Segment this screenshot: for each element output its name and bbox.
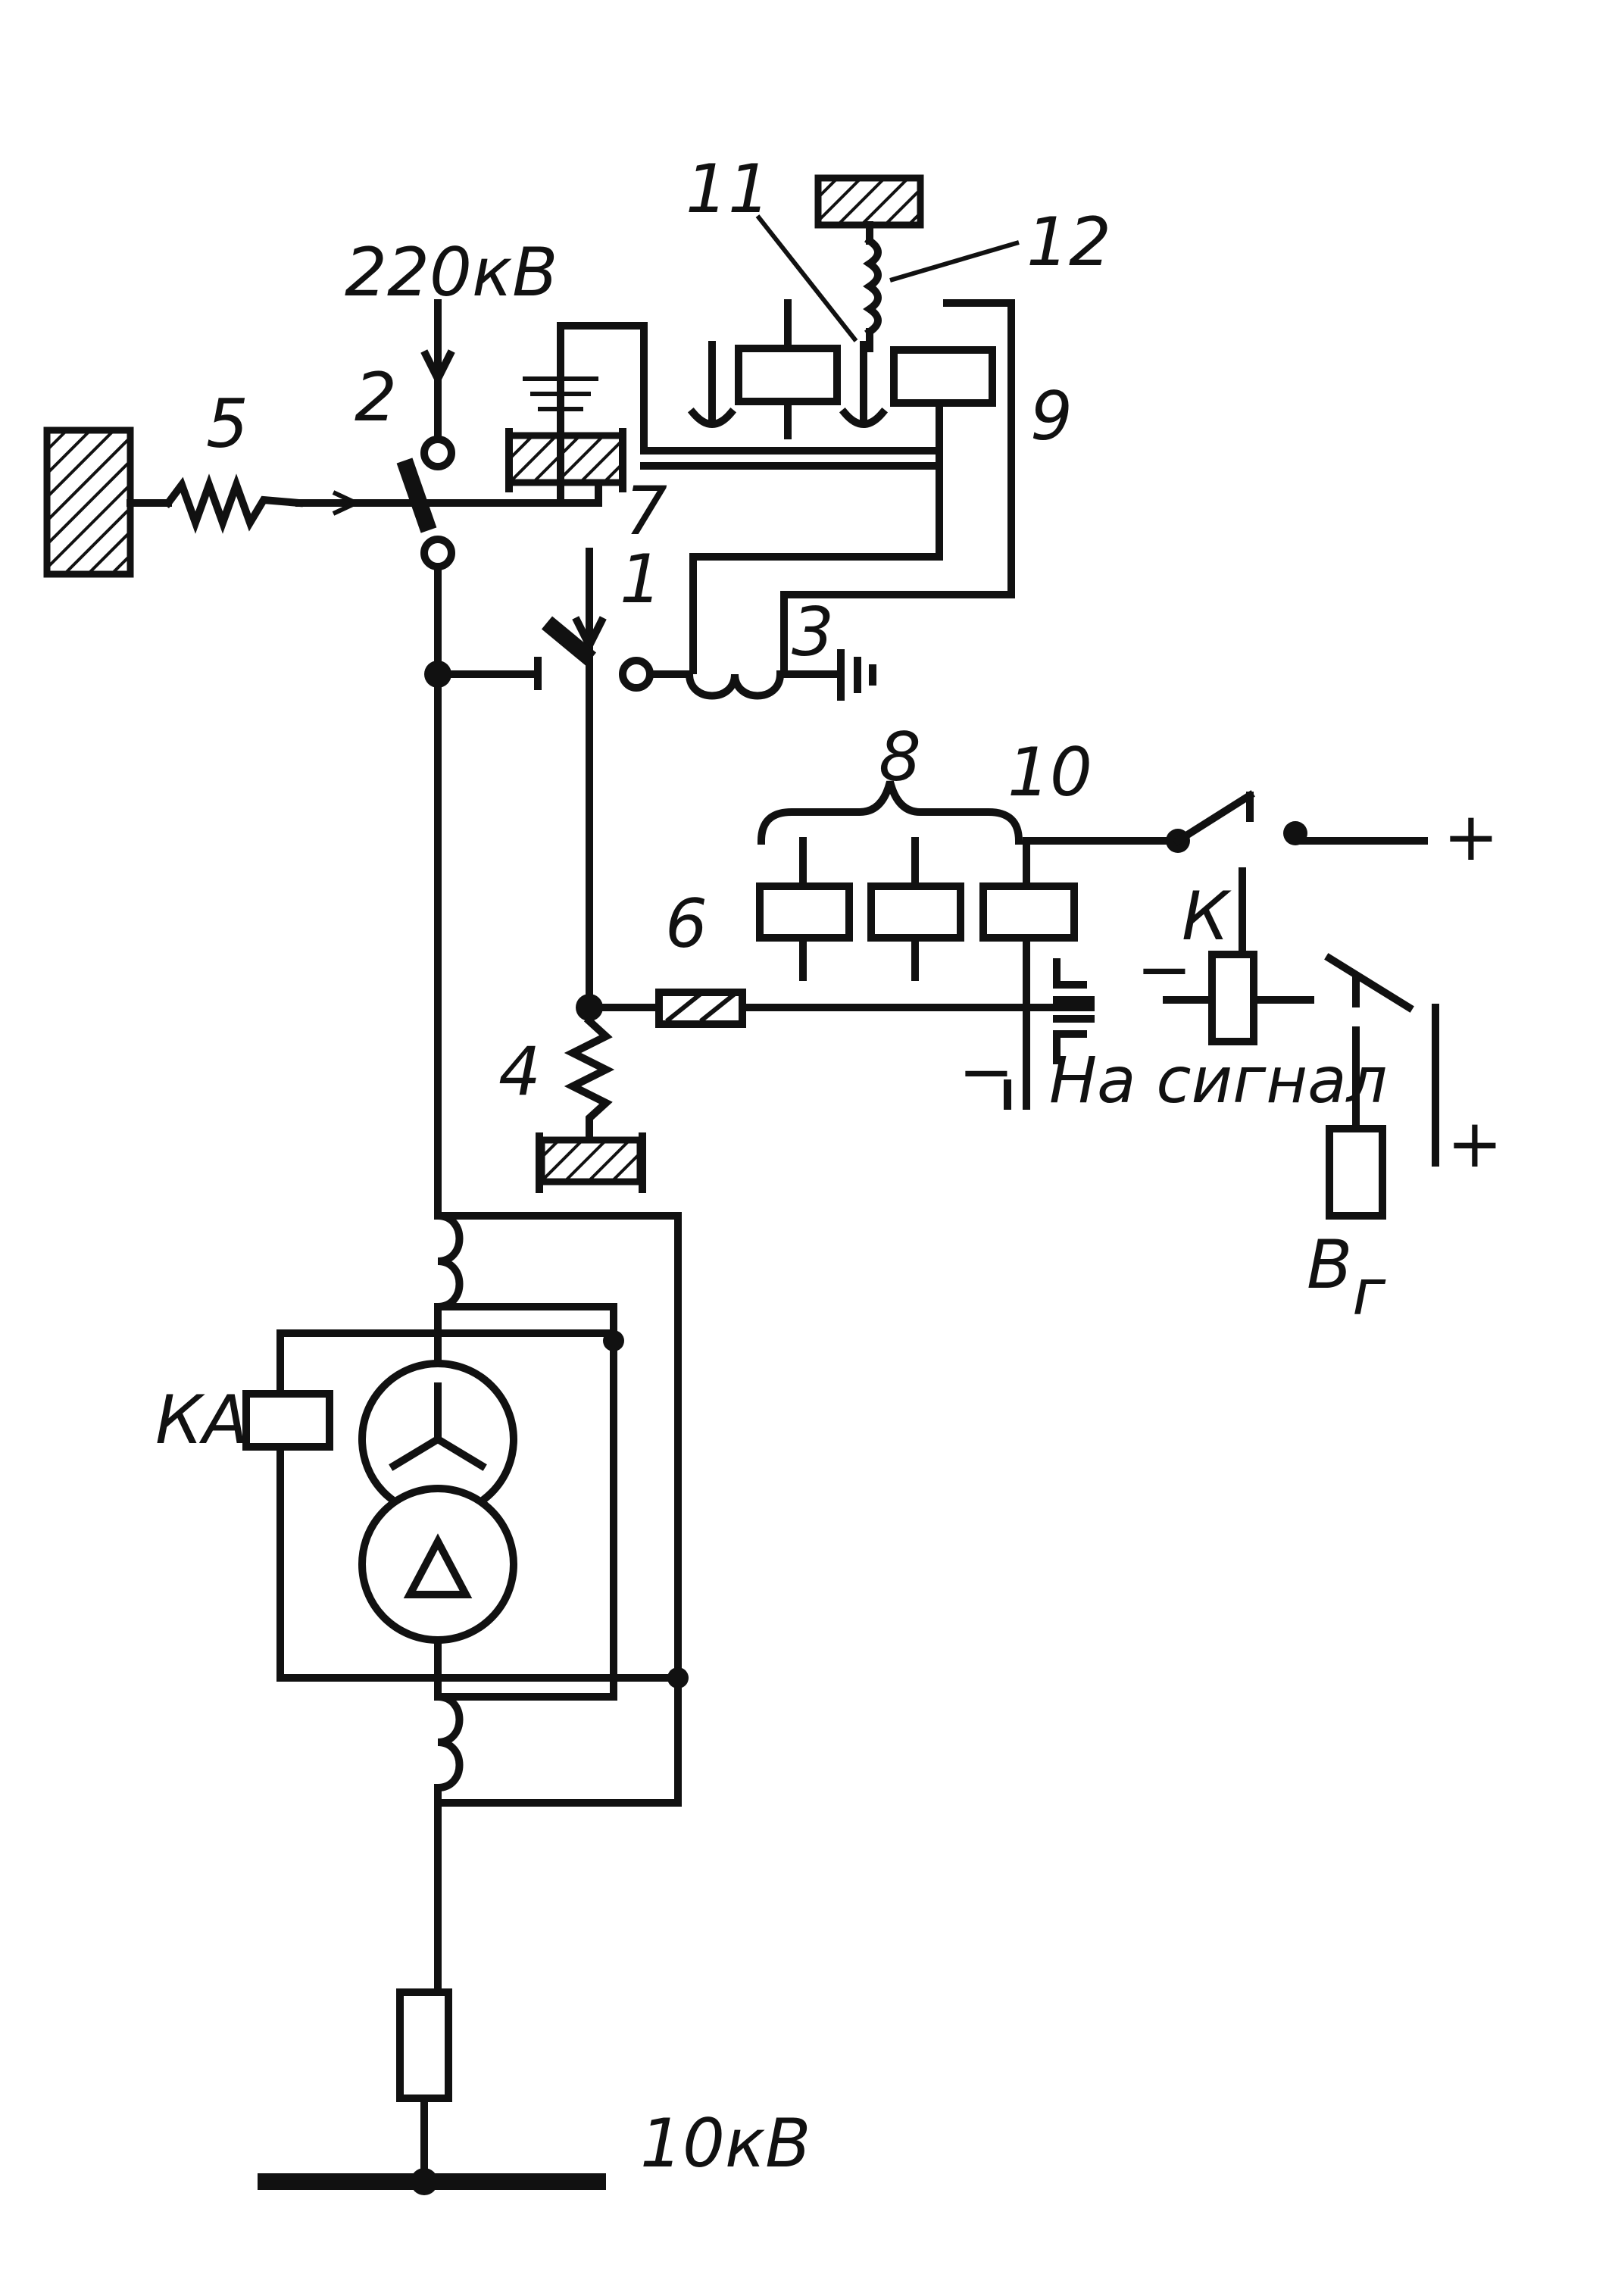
ct-upper [433,1211,464,1311]
anchor-block-4 [538,1136,644,1185]
label-vg: В [1307,1226,1352,1304]
label-9: 9 [1030,377,1073,455]
ct-lower [433,1692,464,1792]
relay-12-anchor [814,174,924,229]
spring-5 [163,473,304,534]
label-10kv: 10кВ [640,2104,811,2182]
label-2: 2 [355,358,397,436]
label-10: 10 [1007,733,1092,811]
label-7: 7 [625,472,667,550]
relay-11-coil [735,345,841,405]
brace-8 [757,780,1023,845]
label-minus-left: − [958,1032,1014,1111]
coil-3 [685,670,785,700]
label-11: 11 [686,150,770,228]
label-minus-k: − [1136,930,1192,1008]
label-plus-top: + [1443,798,1499,876]
contact-2-bottom [420,536,455,570]
label-5: 5 [206,385,248,463]
relay-8a [756,882,853,942]
switch-10 [1173,790,1255,846]
label-3: 3 [792,593,834,671]
label-signal: На сигнал [1049,1043,1387,1117]
relay-9-coil [890,346,996,407]
leader-11 [755,214,858,342]
delta-symbol [403,1533,473,1598]
wall-anchor-left [43,426,134,578]
contact-1 [619,657,654,692]
relay-10 [979,882,1078,942]
label-4: 4 [498,1032,541,1111]
label-220kv: 220кВ [345,233,558,311]
coil-vg [1326,1125,1386,1220]
label-ka: КА [155,1381,248,1459]
spring-12 [863,236,882,337]
spring-4 [564,1015,615,1144]
label-vg-sub: г [1352,1255,1386,1329]
label-8: 8 [879,718,921,796]
relay-ka [242,1390,333,1451]
relay-k [1208,951,1257,1045]
label-1: 1 [620,540,662,618]
blade-2 [396,458,437,533]
fuse-10kv [396,1988,452,2102]
label-k: К [1182,877,1232,955]
contact-2-top [420,436,455,470]
switch-k [1324,953,1414,1013]
label-plus-bottom: + [1447,1104,1503,1182]
winding-delta [358,1485,517,1644]
label-12: 12 [1026,203,1111,281]
latch-block-7 [505,432,626,486]
label-6: 6 [665,885,708,963]
leader-12 [889,240,1020,283]
blade-1 [541,616,597,666]
relay-8b [867,882,964,942]
